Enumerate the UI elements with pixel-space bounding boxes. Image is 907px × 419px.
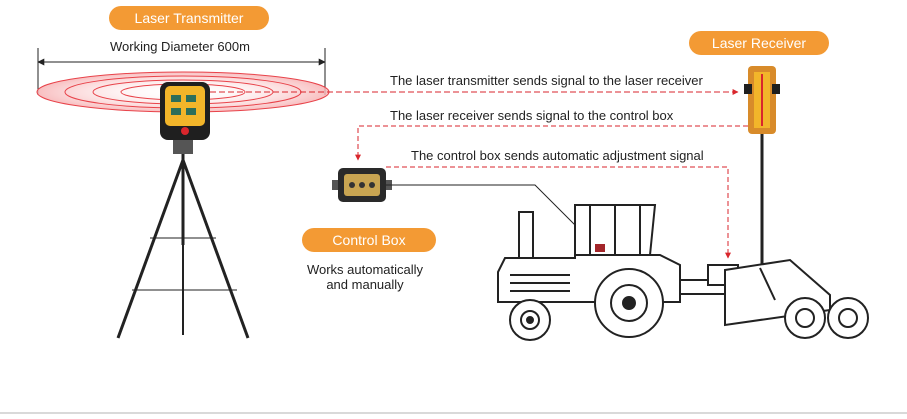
signal-line-2 bbox=[355, 125, 748, 161]
signal-1-text: The laser transmitter sends signal to th… bbox=[390, 73, 703, 88]
signal-line-3 bbox=[386, 166, 731, 259]
works-modes-text: Works automatically and manually bbox=[300, 262, 430, 292]
tripod-icon bbox=[116, 140, 250, 339]
laser-receiver-label: Laser Receiver bbox=[689, 31, 829, 55]
signal-2-text: The laser receiver sends signal to the c… bbox=[390, 108, 674, 123]
tractor-icon bbox=[497, 204, 681, 341]
laser-transmitter-label: Laser Transmitter bbox=[109, 6, 269, 30]
bottom-divider bbox=[0, 412, 907, 414]
laser-transmitter-icon bbox=[160, 82, 210, 140]
works-line-1: Works automatically bbox=[306, 262, 424, 277]
control-box-label: Control Box bbox=[302, 228, 436, 252]
works-line-2: and manually bbox=[326, 277, 404, 292]
grader-blade-icon bbox=[679, 258, 869, 339]
signal-3-text: The control box sends automatic adjustme… bbox=[411, 148, 704, 163]
working-diameter-text: Working Diameter 600m bbox=[110, 39, 250, 54]
control-box-icon bbox=[332, 168, 392, 202]
laser-receiver-icon bbox=[744, 66, 780, 268]
